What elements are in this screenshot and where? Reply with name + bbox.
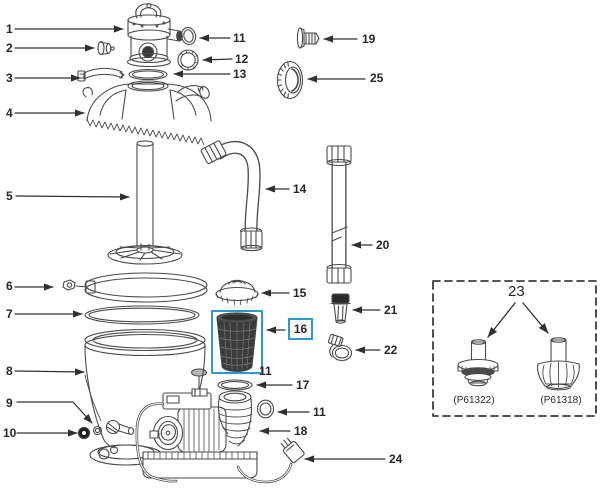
part-16-highlight-box[interactable] bbox=[211, 310, 263, 374]
callout-2: 2 bbox=[6, 41, 13, 55]
leader-arrows bbox=[14, 25, 386, 463]
part-power-cord bbox=[236, 437, 305, 484]
part-variant-p61322 bbox=[457, 339, 499, 387]
part-variant-p61318 bbox=[537, 337, 580, 391]
part-screw bbox=[296, 27, 320, 49]
variant-label-p61322: (P61322) bbox=[453, 395, 495, 406]
callout-7: 7 bbox=[6, 307, 13, 321]
part-standpipe bbox=[107, 140, 183, 265]
part-hose-clamp bbox=[327, 333, 353, 362]
part-straight-hose bbox=[326, 145, 352, 284]
part-drain-oring bbox=[92, 425, 103, 436]
callout-4: 4 bbox=[6, 106, 13, 120]
part-oring-11 bbox=[180, 26, 197, 46]
part-valve bbox=[126, 2, 183, 68]
part-tank-oring bbox=[84, 305, 200, 325]
callout-1: 1 bbox=[6, 22, 13, 36]
inset-box bbox=[432, 280, 597, 417]
callout-11-lower: 11 bbox=[313, 405, 326, 419]
callout-16-selected[interactable]: 16 bbox=[288, 318, 313, 340]
part-strainer-cap bbox=[215, 279, 259, 305]
part-flat-oring bbox=[217, 379, 253, 391]
part-collar-nut bbox=[276, 60, 304, 100]
part-clamp-ring bbox=[62, 272, 208, 303]
callout-19: 19 bbox=[362, 32, 376, 46]
part-drain-fitting bbox=[330, 293, 351, 324]
callout-24: 24 bbox=[389, 452, 403, 466]
callout-17: 17 bbox=[296, 378, 310, 392]
callout-10: 10 bbox=[3, 426, 17, 440]
part-oring-round bbox=[256, 399, 275, 419]
variant-label-p61318: (P61318) bbox=[540, 395, 582, 406]
callout-14: 14 bbox=[293, 182, 307, 196]
part-dome-lid bbox=[82, 68, 212, 146]
callout-3: 3 bbox=[6, 71, 13, 85]
callout-23: 23 bbox=[508, 283, 525, 300]
callout-11-middle: 11 bbox=[259, 364, 272, 378]
callout-20: 20 bbox=[376, 238, 390, 252]
part-clamp-band bbox=[77, 67, 125, 82]
callout-9: 9 bbox=[6, 396, 13, 410]
part-curved-hose bbox=[200, 140, 263, 252]
callout-13: 13 bbox=[233, 67, 247, 81]
part-pump bbox=[89, 388, 258, 483]
part-oring-12 bbox=[177, 49, 199, 71]
callout-22: 22 bbox=[384, 343, 398, 357]
part-plug bbox=[97, 40, 115, 56]
callout-5: 5 bbox=[6, 189, 13, 203]
callout-12: 12 bbox=[235, 52, 249, 66]
callout-8: 8 bbox=[6, 364, 13, 378]
callout-18: 18 bbox=[294, 424, 308, 438]
part-filter-basket bbox=[216, 312, 258, 373]
callout-6: 6 bbox=[6, 279, 13, 293]
part-drain-valve bbox=[105, 419, 135, 436]
callout-15: 15 bbox=[293, 286, 307, 300]
callout-25: 25 bbox=[370, 71, 384, 85]
callout-11-top: 11 bbox=[233, 31, 246, 45]
part-drain-plug bbox=[77, 426, 91, 440]
callout-21: 21 bbox=[384, 303, 398, 317]
